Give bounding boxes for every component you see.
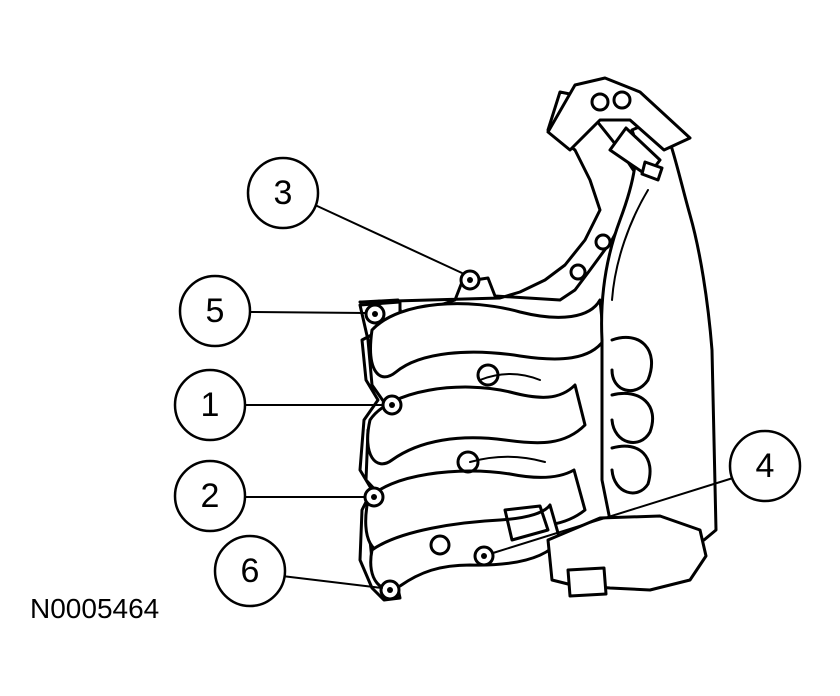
leader-6 xyxy=(281,575,383,589)
runner-boss-3 xyxy=(429,534,451,556)
top-nozzle-tip xyxy=(640,160,664,182)
figure-id: N0005464 xyxy=(30,593,159,624)
callout-1-label: 1 xyxy=(201,386,220,424)
sensor-connector xyxy=(566,566,608,598)
upper-bolt-a xyxy=(569,263,587,281)
callout-6: 6 xyxy=(213,534,287,608)
callout-6-label: 6 xyxy=(241,552,260,590)
plenum-bulge-2 xyxy=(610,392,655,444)
callout-3: 3 xyxy=(246,156,320,230)
callout-3-label: 3 xyxy=(274,174,293,212)
callout-4: 4 xyxy=(728,429,802,503)
sensor-port-1 xyxy=(590,92,610,112)
runner-inner-line-2 xyxy=(469,455,546,463)
top-sensor-housing xyxy=(546,76,692,152)
leader-4 xyxy=(492,477,734,554)
sensor-port-2 xyxy=(612,90,632,110)
manifold-flange xyxy=(358,90,642,320)
upper-bolt-b xyxy=(594,233,612,251)
intake-runner-1 xyxy=(369,298,606,379)
callout-5: 5 xyxy=(178,274,252,348)
intake-runner-4 xyxy=(369,503,562,591)
runner-boss-2 xyxy=(456,450,480,474)
runner-boss-1 xyxy=(476,363,500,387)
bolt-holes xyxy=(363,233,612,601)
runner-inner-line-1 xyxy=(479,373,541,381)
callout-5-label: 5 xyxy=(206,292,225,330)
leader-3 xyxy=(314,204,463,274)
plenum-bulge-1 xyxy=(610,335,654,392)
callout-2: 2 xyxy=(173,459,247,533)
callout-2-label: 2 xyxy=(201,477,220,515)
lower-fitting xyxy=(503,504,550,542)
leader-5 xyxy=(249,311,367,314)
plenum-inner-line xyxy=(611,189,649,301)
callout-1: 1 xyxy=(173,368,247,442)
callout-4-label: 4 xyxy=(756,447,775,485)
leader-lines xyxy=(244,204,734,589)
intake-manifold-illustration xyxy=(358,76,718,602)
plenum-bulge-3 xyxy=(610,444,652,495)
intake-runner-2 xyxy=(366,383,587,466)
